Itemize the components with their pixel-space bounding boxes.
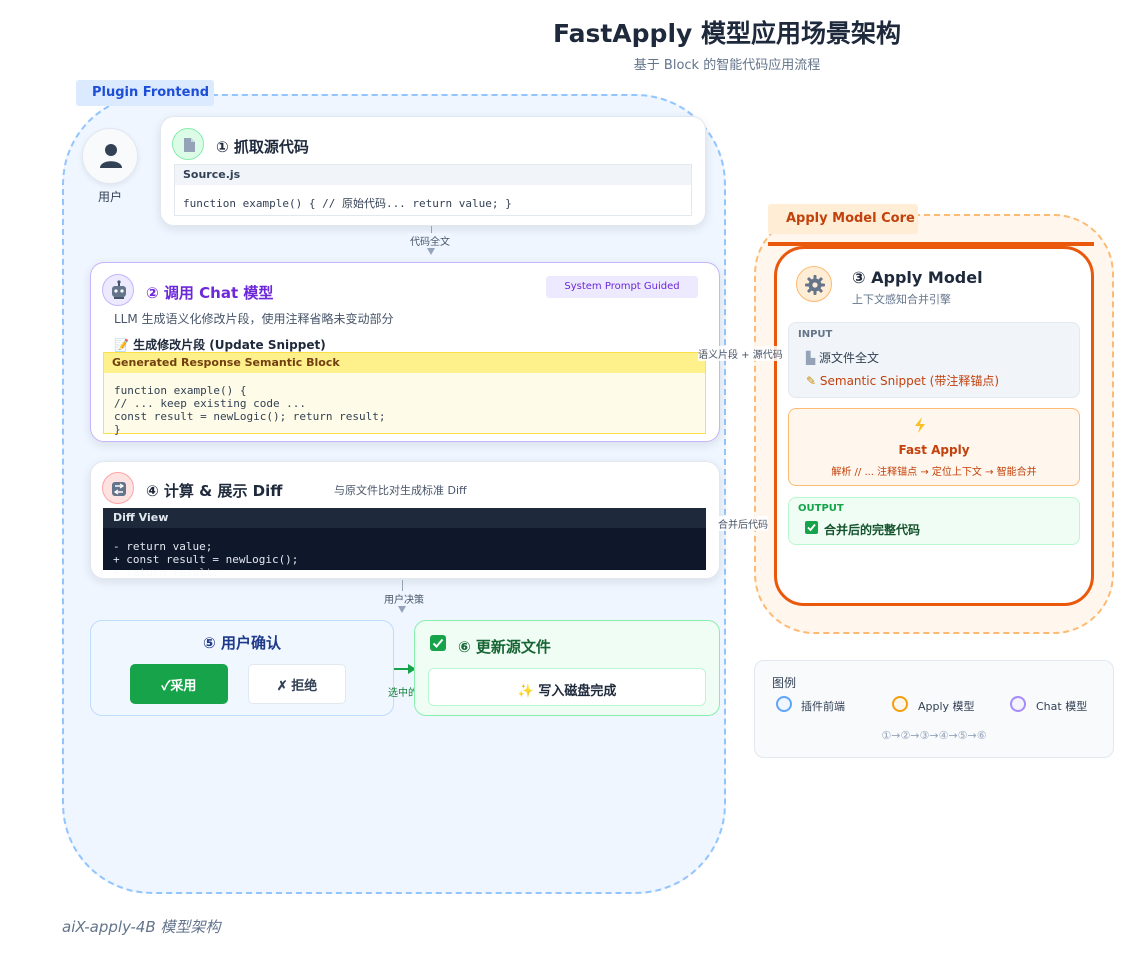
- code-line: function example() {: [114, 384, 247, 397]
- page-subtitle: 基于 Block 的智能代码应用流程: [633, 58, 821, 73]
- legend-label-frontend: 插件前端: [801, 700, 845, 713]
- plugin-frontend-tag: Plugin Frontend: [76, 80, 214, 106]
- accept-button[interactable]: ✓采用: [130, 664, 228, 704]
- snippet-label: 📝 生成修改片段 (Update Snippet): [114, 338, 326, 352]
- flow-label-from-core: 合并后代码: [718, 516, 768, 531]
- step1-title: ① 抓取源代码: [216, 138, 309, 156]
- legend-dot-frontend: [776, 696, 792, 712]
- write-result-text: ✨ 写入磁盘完成: [517, 684, 617, 699]
- flow-label-4-5: 用户决策: [382, 591, 426, 606]
- step2-description: LLM 生成语义化修改片段，使用注释省略未变动部分: [114, 312, 394, 326]
- code-line: }: [114, 423, 121, 436]
- file-icon: [184, 138, 195, 152]
- input-item-snippet: ✎ Semantic Snippet (带注释锚点): [806, 374, 1000, 388]
- diff-view-title: Diff View: [103, 508, 706, 528]
- input-item-source: ▙ 源文件全文: [806, 351, 880, 365]
- page-title: FastApply 模型应用场景架构: [552, 19, 902, 48]
- fast-apply-title: Fast Apply: [898, 443, 970, 457]
- diff-line-added: + return result;: [113, 566, 219, 579]
- legend-dot-apply: [892, 696, 908, 712]
- source-code: function example() { // 原始代码... return v…: [183, 197, 512, 210]
- step2-icon-circle: [102, 274, 134, 306]
- legend: [754, 660, 1114, 758]
- reject-button[interactable]: ✗ 拒绝: [248, 664, 346, 704]
- code-line: const result = newLogic(); return result…: [114, 410, 386, 423]
- step4-description: 与原文件比对生成标准 Diff: [334, 484, 467, 497]
- file-icon: ▙: [806, 351, 820, 365]
- input-label: INPUT: [798, 329, 833, 340]
- figure-caption: aiX-apply-4B 模型架构: [62, 918, 221, 936]
- system-prompt-badge: System Prompt Guided: [546, 276, 698, 298]
- apply-icon-circle: [796, 266, 832, 302]
- legend-label-chat: Chat 模型: [1036, 700, 1088, 713]
- flow-label-1-2: 代码全文: [408, 233, 452, 248]
- core-accent-line: [768, 242, 1094, 246]
- fast-apply-panel: [788, 408, 1080, 486]
- user-avatar: [82, 128, 138, 184]
- flow-label-5-6: 选中的修改: [388, 688, 438, 699]
- semantic-block-code: function example() {// ... keep existing…: [114, 384, 386, 436]
- step5-title: ⑤ 用户确认: [203, 634, 281, 652]
- step1-icon-circle: [172, 128, 204, 160]
- input-panel: [788, 322, 1080, 398]
- step4-title: ④ 计算 & 展示 Diff: [146, 482, 283, 500]
- output-text: 合并后的完整代码: [824, 523, 921, 537]
- legend-label-apply: Apply 模型: [918, 700, 975, 713]
- apply-model-title: ③ Apply Model: [852, 268, 983, 287]
- diff-icon: [112, 482, 126, 496]
- step2-title: ② 调用 Chat 模型: [146, 284, 274, 302]
- flow-line-5-6: [394, 668, 412, 670]
- robot-icon: [112, 280, 126, 299]
- flow-label-to-core: 语义片段 + 源代码: [698, 346, 783, 361]
- diff-line-added: + const result = newLogic();: [113, 553, 299, 566]
- code-line: // ... keep existing code ...: [114, 397, 307, 410]
- legend-sequence: ①→②→③→④→⑤→⑥: [881, 729, 987, 742]
- source-file-name: Source.js: [175, 165, 691, 185]
- fast-apply-description: 解析 // ... 注释锚点 → 定位上下文 → 智能合并: [831, 467, 1037, 478]
- check-icon: [805, 521, 818, 534]
- legend-dot-chat: [1010, 696, 1026, 712]
- pencil-icon: ✎: [806, 374, 820, 388]
- flow-arrow-4-5: [398, 606, 406, 613]
- apply-model-subtitle: 上下文感知合并引擎: [852, 293, 951, 306]
- flow-arrow-1-2: [427, 248, 435, 255]
- semantic-block-title: Generated Response Semantic Block: [104, 353, 705, 373]
- step6-title: ⑥ 更新源文件: [458, 638, 551, 656]
- flow-arrow-5-6: [408, 664, 416, 674]
- output-label: OUTPUT: [798, 503, 844, 514]
- step4-icon-circle: [102, 472, 134, 504]
- lightning-icon: [912, 416, 928, 434]
- apply-model-core-tag: Apply Model Core: [768, 204, 918, 234]
- diff-line-removed: - return value;: [113, 540, 213, 553]
- output-panel: [788, 497, 1080, 545]
- write-result-panel: [428, 668, 706, 706]
- user-icon: [100, 144, 122, 168]
- legend-title: 图例: [772, 676, 797, 690]
- user-label: 用户: [97, 190, 122, 204]
- gear-icon: [805, 275, 825, 295]
- diff-lines: - return value;+ const result = newLogic…: [113, 540, 298, 579]
- check-icon: [430, 635, 446, 651]
